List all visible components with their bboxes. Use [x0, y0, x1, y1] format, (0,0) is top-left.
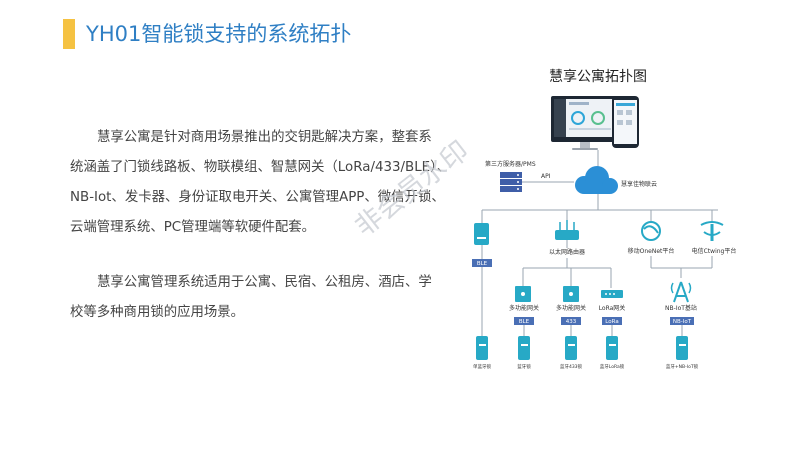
ble-tag-text: BLE — [477, 261, 488, 267]
lock-label: 蓝牙433锁 — [560, 363, 583, 370]
router-icon — [555, 220, 579, 240]
china-mobile-icon — [641, 221, 661, 241]
phone-icon — [612, 96, 639, 148]
cloud-icon — [575, 166, 618, 194]
diagram-title: 慧享公寓拓扑图 — [549, 68, 647, 85]
ble-device-icon — [474, 223, 489, 245]
monitor-icon — [551, 96, 619, 150]
nb-iot-station-icon — [670, 281, 692, 303]
paragraph-line: NB-Iot、发卡器、身份证取电开关、公寓管理APP、微信开锁、 — [70, 190, 445, 205]
router-label: 以太网路由器 — [549, 248, 585, 256]
cloud-label: 慧享佳物联云 — [621, 180, 657, 188]
lock-label: 蓝牙锁 — [517, 363, 531, 370]
title-accent-bar — [63, 19, 75, 49]
api-label: API — [541, 173, 551, 180]
lock-icon — [518, 336, 530, 360]
gateway-label: LoRa网关 — [599, 304, 626, 312]
gateway-label: 多功能网关 — [509, 304, 539, 312]
lock-label: 蓝牙+NB-IoT锁 — [666, 363, 699, 370]
onenet-label: 移动OneNet平台 — [628, 247, 675, 255]
lock-label: 单蓝牙锁 — [473, 363, 491, 370]
gateway-tag-text: LoRa — [605, 319, 618, 325]
paragraph-line: 统涵盖了门锁线路板、物联模组、智慧网关（LoRa/433/BLE）、 — [70, 160, 451, 175]
gateway-tag — [514, 317, 534, 325]
paragraph-line: 慧享公寓是针对商用场景推出的交钥匙解决方案，整套系 — [97, 130, 432, 145]
paragraph-line: 云端管理系统、PC管理端等软硬件配套。 — [70, 220, 316, 235]
gateway-label: 多功能网关 — [556, 304, 586, 312]
china-telecom-icon — [700, 221, 724, 241]
paragraph-line: 慧享公寓管理系统适用于公寓、民宿、公租房、酒店、学 — [97, 275, 432, 290]
page-title: YH01智能锁支持的系统拓扑 — [86, 22, 352, 46]
lora-gateway-icon — [601, 290, 623, 298]
ctwing-label: 电信Ctwing平台 — [692, 247, 737, 255]
lock-label: 蓝牙LoRa锁 — [600, 363, 625, 370]
lock-icon — [676, 336, 688, 360]
nb-tag — [670, 317, 694, 325]
server-label: 第三方服务器/PMS — [485, 160, 536, 168]
gateway-tag — [561, 317, 581, 325]
lock-icon — [476, 336, 488, 360]
paragraph-line: 校等多种商用锁的应用场景。 — [70, 305, 245, 320]
lock-icon — [565, 336, 577, 360]
ble-tag — [472, 259, 492, 267]
gateway-tag — [602, 317, 622, 325]
intro-paragraph: 慧享公寓是针对商用场景推出的交钥匙解决方案，整套系 统涵盖了门锁线路板、物联模组… — [70, 123, 451, 243]
usage-paragraph: 慧享公寓管理系统适用于公寓、民宿、公租房、酒店、学 校等多种商用锁的应用场景。 — [70, 268, 440, 328]
gateway-tag-text: 433 — [566, 319, 577, 325]
multi-gateway-icon — [515, 286, 531, 302]
nb-station-label: NB-IoT基站 — [665, 304, 697, 312]
nb-tag-text: NB-IoT — [673, 319, 692, 325]
multi-gateway-icon — [563, 286, 579, 302]
server-icon — [500, 172, 522, 192]
gateway-tag-text: BLE — [519, 319, 530, 325]
lock-icon — [606, 336, 618, 360]
